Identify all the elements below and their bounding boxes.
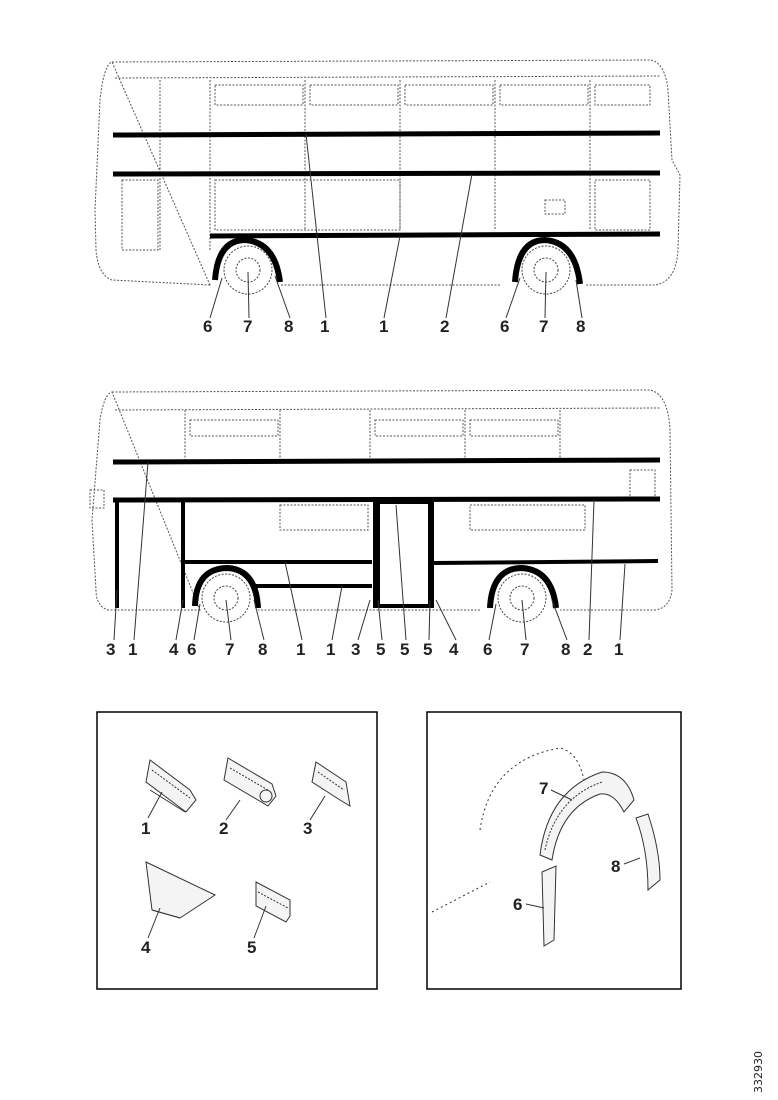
callout: 4: [169, 640, 179, 659]
profile-label: 4: [141, 938, 151, 957]
wheel-arch-panel-frame: [426, 711, 682, 990]
belt-strip-upper: [112, 457, 661, 465]
callout: 4: [449, 640, 459, 659]
skirt-strip: [209, 231, 661, 239]
callout: 6: [483, 640, 492, 659]
profile-3-illustration: [311, 761, 351, 807]
front-wheel-arch: [212, 236, 283, 283]
skirt-strip-rear: [433, 559, 659, 565]
figure-id: 332930: [752, 1051, 765, 1093]
rear-wheel-arch: [512, 236, 583, 285]
bus-side-view-top: [94, 59, 681, 286]
bus-side-view-middle: [89, 389, 673, 611]
front-wheel-arch: [192, 564, 261, 609]
top-leader-lines: [209, 133, 583, 319]
callout: 7: [243, 317, 252, 336]
arch-part-6: [541, 865, 557, 947]
callout: 2: [440, 317, 449, 336]
callout: 5: [376, 640, 385, 659]
profiles-panel-frame: [96, 711, 378, 990]
callout: 5: [423, 640, 432, 659]
top-callouts: 6 7 8 1 1 2 6 7 8: [203, 317, 585, 336]
wheel-arch-parts: [431, 747, 661, 947]
profile-leaders: [147, 791, 326, 939]
middle-callouts: 3 1 4 6 7 8 1 1 3 5 5 5 4 6 7 8 2 1: [106, 640, 623, 659]
profile-label: 1: [141, 819, 150, 838]
middle-wheels: [201, 573, 547, 623]
ground-guide-dashed: [431, 881, 491, 913]
callout: 6: [203, 317, 212, 336]
callout: 7: [225, 640, 234, 659]
callout: 3: [106, 640, 115, 659]
callout: 1: [379, 317, 388, 336]
belt-strip-lower: [112, 170, 661, 177]
callout: 1: [128, 640, 137, 659]
profile-label: 3: [303, 819, 312, 838]
profile-labels: 1 2 3 4 5: [141, 819, 312, 957]
profile-label: 2: [219, 819, 228, 838]
arch-part-7: [539, 771, 635, 861]
profile-label: 5: [247, 938, 256, 957]
arch-label: 8: [611, 857, 620, 876]
profile-2-illustration: [223, 757, 277, 807]
callout: 8: [576, 317, 585, 336]
callout: 3: [351, 640, 360, 659]
top-trim-strips: [112, 130, 661, 285]
callout: 1: [326, 640, 335, 659]
callout: 6: [500, 317, 509, 336]
bus-body-outline: [91, 389, 673, 611]
callout: 8: [284, 317, 293, 336]
callout: 8: [561, 640, 570, 659]
belt-strip-lower: [112, 496, 661, 503]
callout: 1: [320, 317, 329, 336]
arch-part-8: [635, 813, 661, 892]
callout: 2: [583, 640, 592, 659]
belt-strip-upper: [112, 130, 661, 138]
profile-5-illustration: [255, 881, 291, 923]
profile-4-illustration: [145, 861, 217, 919]
callout: 5: [400, 640, 409, 659]
profile-sections: [145, 757, 351, 923]
callout: 7: [539, 317, 548, 336]
wheel-arch-labels: 7 8 6: [513, 779, 620, 914]
rear-wheel-arch: [487, 564, 559, 609]
callout: 8: [258, 640, 267, 659]
callout: 1: [296, 640, 305, 659]
wheel-arch-leaders: [525, 789, 641, 909]
arch-label: 7: [539, 779, 548, 798]
arch-label: 6: [513, 895, 522, 914]
profile-1-illustration: [145, 759, 197, 813]
callout: 6: [187, 640, 196, 659]
middle-leader-lines: [113, 461, 626, 641]
callout: 1: [614, 640, 623, 659]
door-frame: [376, 500, 432, 608]
middle-trim-strips: [112, 457, 661, 609]
callout: 7: [520, 640, 529, 659]
